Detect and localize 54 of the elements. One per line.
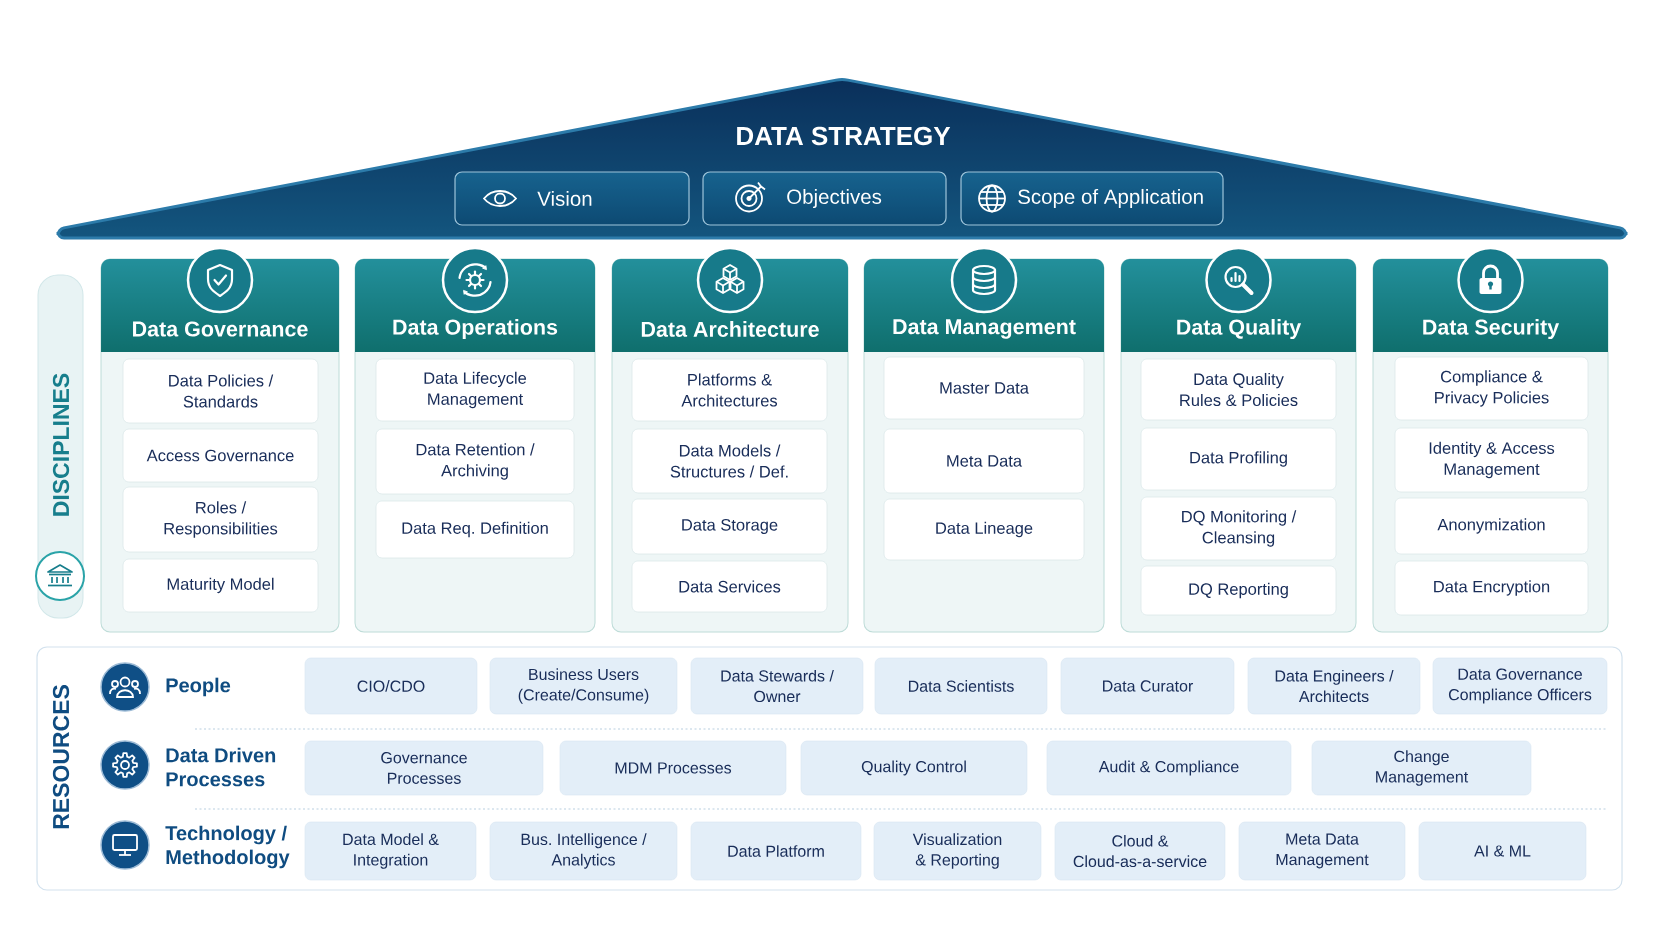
item-card: DQ Reporting <box>1140 565 1337 616</box>
item-card: Data Req. Definition <box>375 500 575 559</box>
vertical-heading: RESOURCES <box>52 685 70 829</box>
item-card: Data Lineage <box>883 498 1085 561</box>
tag-box: Quality Control <box>800 740 1028 796</box>
row-label: Data Driven Processes <box>166 747 276 787</box>
item-card: Data Retention / Archiving <box>375 428 575 495</box>
item-card: Master Data <box>883 356 1085 420</box>
tag-box: Data Stewards / Owner <box>690 657 864 715</box>
item-card: DQ Monitoring / Cleansing <box>1140 496 1337 561</box>
row-label: Technology / Methodology <box>165 825 290 869</box>
item-card: Data Policies / Standards <box>122 358 319 424</box>
tag-box: Data Engineers / Architects <box>1247 657 1421 715</box>
item-card: Data Profiling <box>1140 427 1337 491</box>
pill-button: Scope of Application <box>960 171 1224 226</box>
item-card: Compliance & Privacy Policies <box>1394 356 1589 421</box>
tag-box: MDM Processes <box>559 740 787 796</box>
item-card: Anonymization <box>1394 497 1589 555</box>
item-card: Roles / Responsibilities <box>122 486 319 553</box>
tag-box: Visualization & Reporting <box>873 821 1042 881</box>
pill-button: Vision <box>454 171 690 226</box>
pill-button: Objectives <box>702 171 947 226</box>
item-card: Data Quality Rules & Policies <box>1140 358 1337 421</box>
tag-box: Business Users (Create/Consume) <box>489 657 678 715</box>
item-card: Meta Data <box>883 428 1085 494</box>
item-card: Identity & Access Management <box>1394 427 1589 493</box>
column-header: Data Operations <box>393 319 558 339</box>
tag-box: Governance Processes <box>304 740 544 796</box>
tag-box: Data Platform <box>690 821 862 881</box>
tag-box: Data Model & Integration <box>304 821 477 881</box>
item-card: Data Storage <box>631 498 828 555</box>
item-card: Maturity Model <box>122 558 319 613</box>
item-card: Platforms & Architectures <box>631 358 828 422</box>
item-card: Data Services <box>631 560 828 613</box>
tag-box: Change Management <box>1311 740 1532 796</box>
item-card: Access Governance <box>122 428 319 483</box>
tag-box: Bus. Intelligence / Analytics <box>489 821 678 881</box>
item-card: Data Models / Structures / Def. <box>631 428 828 494</box>
item-card: Data Encryption <box>1394 560 1589 616</box>
column-header: Data Architecture <box>641 321 819 337</box>
tag-box: Data Scientists <box>874 657 1048 715</box>
tag-box: Data Governance Compliance Officers <box>1432 657 1608 715</box>
tag-box: Cloud & Cloud-as-a-service <box>1054 821 1226 881</box>
tag-box: CIO/CDO <box>304 657 478 715</box>
row-label: People <box>166 677 231 697</box>
tag-box: Audit & Compliance <box>1046 740 1292 796</box>
tag-box: Data Curator <box>1060 657 1235 715</box>
column-header: Data Governance <box>133 321 308 337</box>
column-header: Data Security <box>1423 319 1560 339</box>
column-header: Data Quality <box>1177 319 1302 339</box>
item-card: Data Lifecycle Management <box>375 358 575 422</box>
tag-box: AI & ML <box>1418 821 1587 881</box>
column-header: Data Management <box>893 319 1076 339</box>
tag-box: Meta Data Management <box>1238 821 1406 881</box>
